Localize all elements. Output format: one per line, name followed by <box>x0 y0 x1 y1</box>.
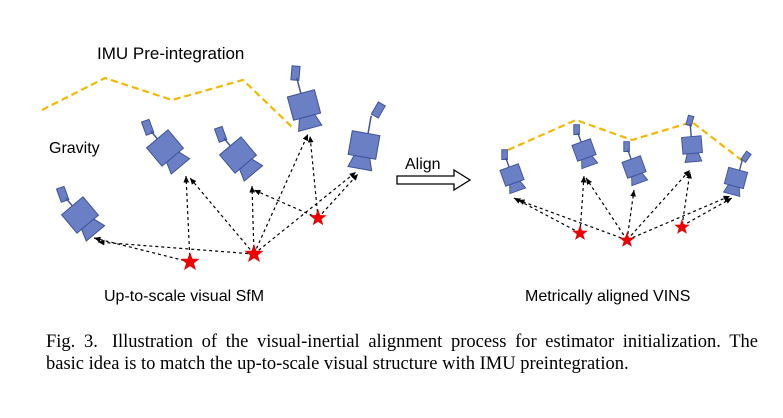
camera-icon <box>347 101 386 172</box>
camera-icon <box>286 65 323 132</box>
gravity-label: Gravity <box>49 140 100 157</box>
figure-number: Fig. 3. <box>46 332 98 352</box>
camera-icon <box>722 150 752 198</box>
camera-icon <box>621 141 649 187</box>
feature-star-icon <box>572 225 588 240</box>
camera-icon <box>213 125 264 182</box>
align-arrow-icon <box>396 168 472 192</box>
feature-star-icon <box>180 252 200 271</box>
figure-caption: Fig. 3.Illustration of the visual-inerti… <box>46 331 758 375</box>
feature-star-icon <box>244 244 264 263</box>
vins-label: Metrically aligned VINS <box>525 288 691 305</box>
feature-star-icon <box>674 219 690 234</box>
imu-preintegration-path-left <box>41 76 293 128</box>
feature-star-icon <box>309 209 327 226</box>
camera-icon <box>571 124 599 170</box>
imu-preintegration-label: IMU Pre-integration <box>97 44 245 63</box>
camera-icon <box>681 114 703 163</box>
sfm-label: Up-to-scale visual SfM <box>104 288 265 305</box>
vins-rays <box>513 169 733 241</box>
caption-text: Illustration of the visual-inertial alig… <box>46 332 758 374</box>
imu-preintegration-path-right <box>507 118 745 163</box>
camera-icon <box>499 149 527 195</box>
feature-star-icon <box>619 232 635 247</box>
camera-icon <box>140 118 191 175</box>
sfm-rays <box>93 133 359 263</box>
camera-icon <box>55 185 106 242</box>
align-label: Align <box>405 156 441 173</box>
